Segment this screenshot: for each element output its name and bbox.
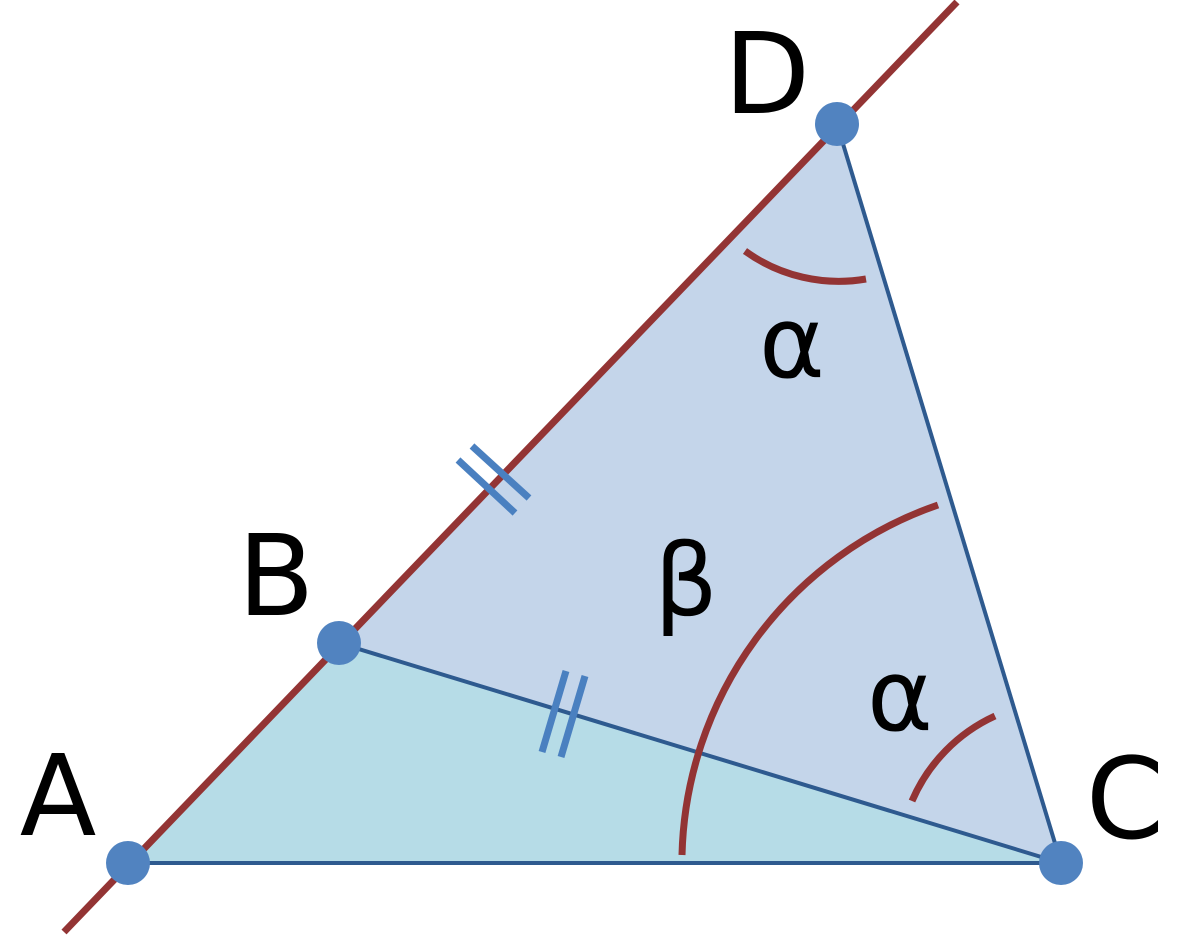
triangle-abc-fill <box>128 643 1061 863</box>
label-b: B <box>238 512 315 642</box>
label-c: C <box>1086 735 1164 865</box>
line-ad <box>61 0 960 935</box>
label-a: A <box>20 732 97 862</box>
label-alpha-d: α <box>759 284 825 401</box>
angle-arc-c-beta <box>678 501 940 856</box>
label-alpha-c: α <box>867 637 933 754</box>
equal-tick-bc <box>538 670 589 758</box>
point-a <box>106 841 150 885</box>
label-beta: β <box>654 522 718 639</box>
point-d <box>815 102 859 146</box>
point-c <box>1039 841 1083 885</box>
triangle-bdc-fill <box>339 124 1061 863</box>
angle-arc-d <box>742 248 867 285</box>
point-b <box>317 621 361 665</box>
label-d: D <box>724 10 810 140</box>
equal-tick-bd <box>455 443 532 516</box>
angle-arc-c-alpha <box>908 712 997 803</box>
edge-dc <box>835 123 1063 864</box>
